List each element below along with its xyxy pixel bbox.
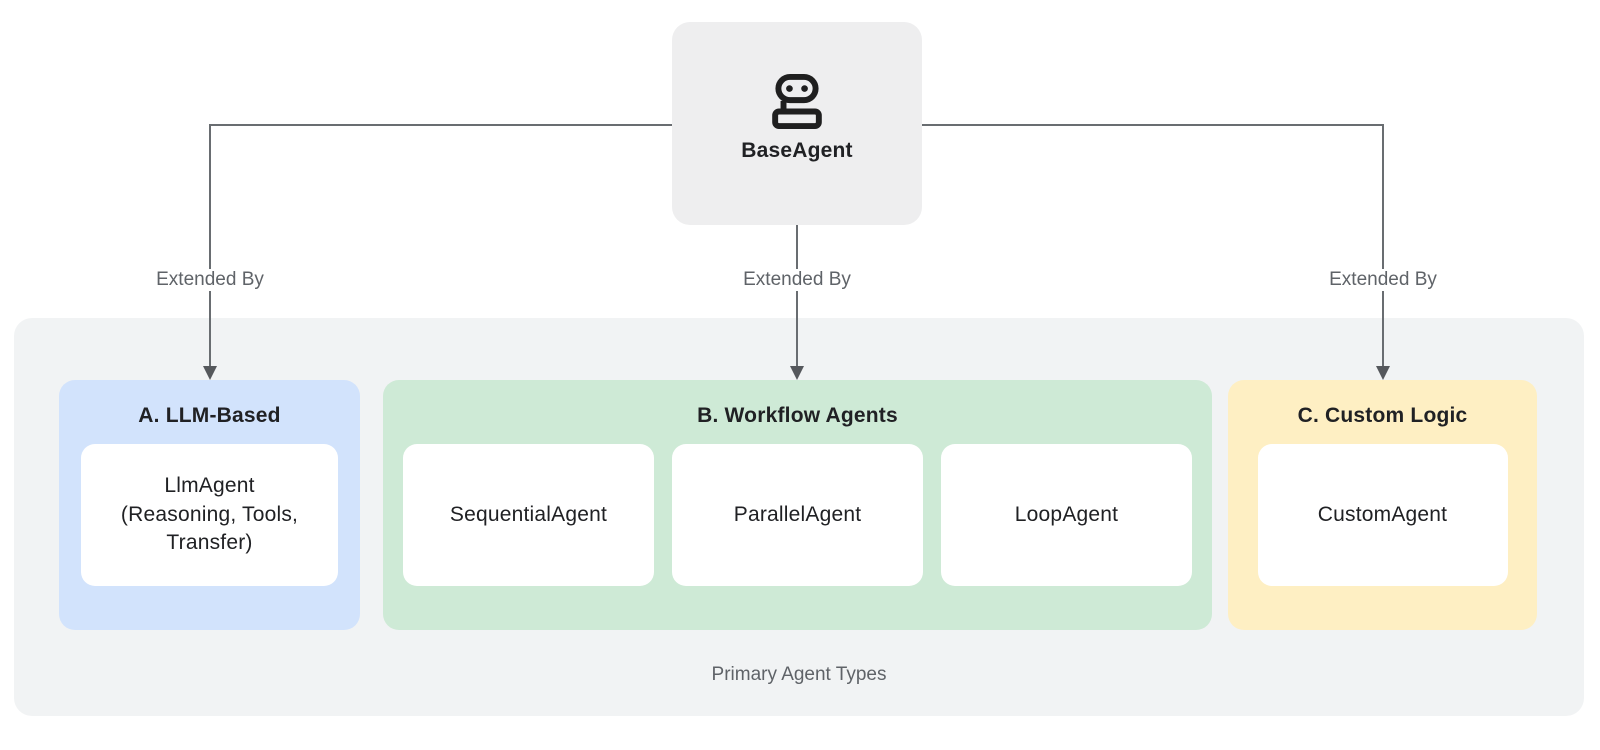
base-agent-label: BaseAgent: [741, 139, 853, 162]
group-workflow-title: B. Workflow Agents: [697, 404, 898, 427]
edge-label-left: Extended By: [148, 269, 272, 291]
group-custom-logic: C. Custom Logic CustomAgent: [1228, 380, 1537, 630]
container-caption: Primary Agent Types: [711, 664, 887, 685]
llm-agent-label: LlmAgent (Reasoning, Tools, Transfer): [120, 473, 299, 555]
loop-agent-label: LoopAgent: [1014, 502, 1119, 526]
parallel-agent-label: ParallelAgent: [733, 502, 862, 526]
base-agent-node: BaseAgent: [672, 22, 922, 225]
edge-label-right: Extended By: [1321, 269, 1445, 291]
loop-agent-card: LoopAgent: [941, 444, 1192, 586]
group-workflow-cards: SequentialAgent ParallelAgent LoopAgent: [403, 444, 1192, 586]
custom-agent-label: CustomAgent: [1317, 502, 1448, 526]
group-custom-cards: CustomAgent: [1257, 444, 1508, 586]
llm-agent-card: LlmAgent (Reasoning, Tools, Transfer): [81, 444, 338, 586]
parallel-agent-card: ParallelAgent: [672, 444, 923, 586]
robot-icon: [772, 74, 822, 129]
group-llm-title: A. LLM-Based: [138, 404, 281, 427]
custom-agent-card: CustomAgent: [1257, 444, 1508, 586]
sequential-agent-label: SequentialAgent: [449, 502, 608, 526]
group-custom-title: C. Custom Logic: [1297, 404, 1468, 427]
edge-label-middle: Extended By: [735, 269, 859, 291]
group-workflow-agents: B. Workflow Agents SequentialAgent Paral…: [383, 380, 1212, 630]
sequential-agent-card: SequentialAgent: [403, 444, 654, 586]
group-llm-cards: LlmAgent (Reasoning, Tools, Transfer): [81, 444, 338, 586]
primary-agent-types-container: A. LLM-Based LlmAgent (Reasoning, Tools,…: [14, 318, 1584, 716]
group-llm-based: A. LLM-Based LlmAgent (Reasoning, Tools,…: [59, 380, 360, 630]
